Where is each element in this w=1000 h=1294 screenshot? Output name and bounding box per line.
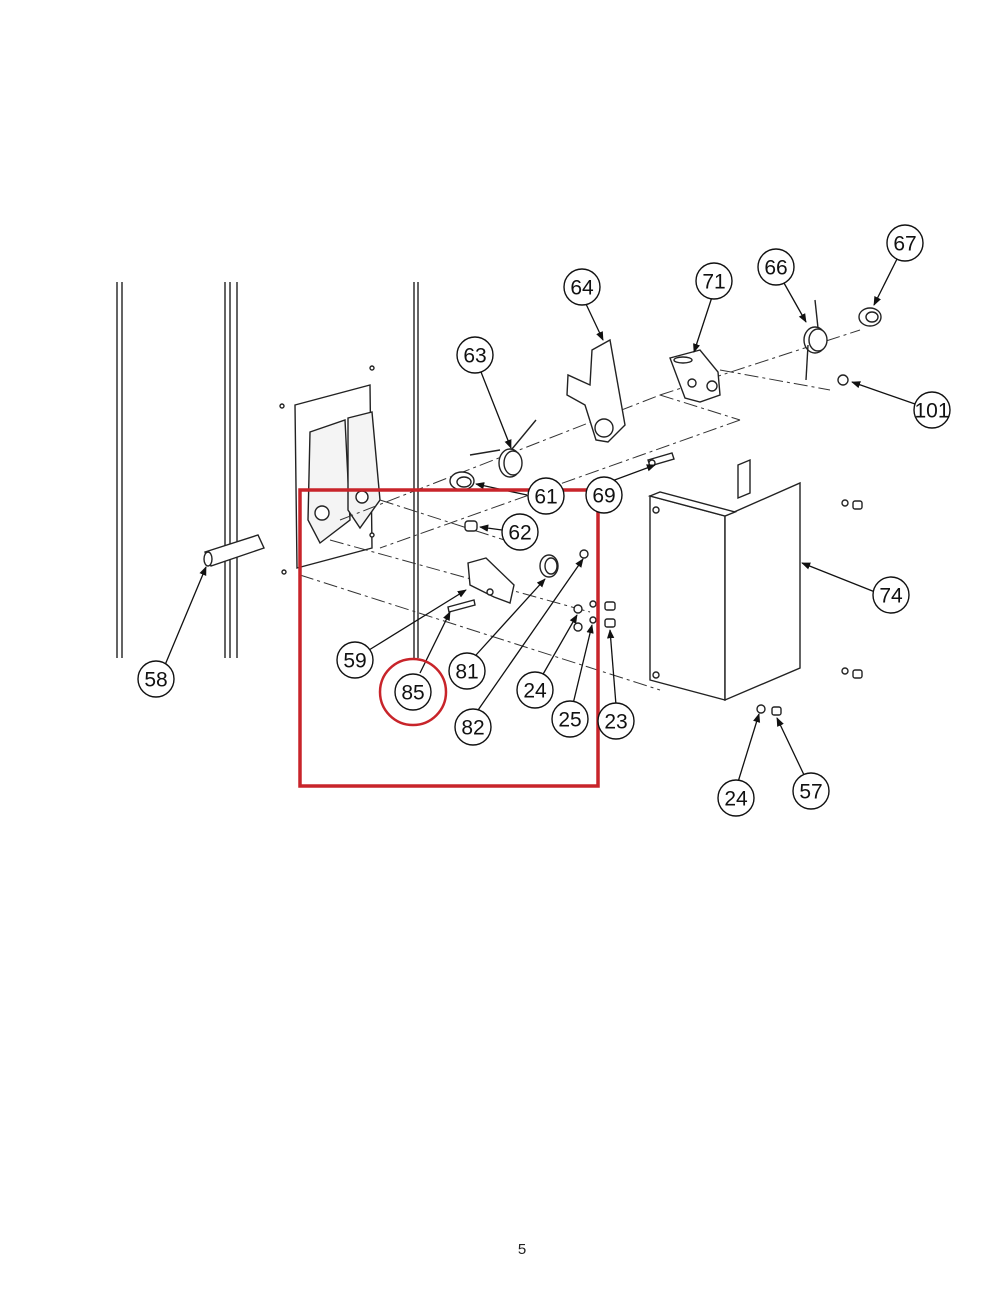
- mounting-plate: [279, 365, 381, 575]
- callout-24-inner: 24: [516, 671, 554, 709]
- callout-63: 63: [456, 336, 494, 374]
- callout-25-label: 25: [558, 709, 581, 732]
- bushing-67: [858, 307, 882, 327]
- pin-58: [203, 534, 265, 567]
- spring-66: [803, 299, 828, 381]
- callout-66: 66: [757, 248, 795, 286]
- callout-61: 61: [527, 477, 565, 515]
- callout-85-label: 85: [401, 682, 424, 705]
- callout-24-outer-label: 24: [724, 788, 748, 811]
- callout-58-label: 58: [144, 669, 167, 692]
- callout-59: 59: [336, 641, 374, 679]
- callout-64-label: 64: [570, 277, 594, 300]
- roller-62: [464, 520, 478, 532]
- frame-rails: [116, 282, 419, 658]
- callout-balloons: 67 66 71 64 63 101 61 69 62 74 58 59 85 …: [137, 224, 951, 817]
- callout-74: 74: [872, 576, 910, 614]
- callout-69-label: 69: [592, 485, 615, 508]
- callout-81: 81: [448, 652, 486, 690]
- callout-24-inner-label: 24: [523, 680, 547, 703]
- callout-25: 25: [551, 700, 589, 738]
- callout-59-label: 59: [343, 650, 366, 673]
- callout-23: 23: [597, 702, 635, 740]
- callout-63-label: 63: [463, 345, 486, 368]
- callout-69: 69: [585, 476, 623, 514]
- callout-62: 62: [501, 513, 539, 551]
- callout-58: 58: [137, 660, 175, 698]
- callout-101-label: 101: [914, 400, 949, 423]
- highlight-ring: [378, 657, 448, 727]
- highlight-box: [298, 488, 600, 788]
- callout-64: 64: [563, 268, 601, 306]
- bushing-61: [449, 471, 475, 491]
- small-hardware: [447, 499, 863, 716]
- callout-57-label: 57: [799, 781, 822, 804]
- callout-82-label: 82: [461, 717, 484, 740]
- callout-74-label: 74: [879, 585, 903, 608]
- callout-71: 71: [695, 262, 733, 300]
- cover-74: [647, 458, 801, 702]
- callout-82: 82: [454, 708, 492, 746]
- callout-57: 57: [792, 772, 830, 810]
- latch-hook-64: [566, 338, 626, 443]
- callout-67: 67: [886, 224, 924, 262]
- callout-24-outer: 24: [717, 779, 755, 817]
- callout-62-label: 62: [508, 522, 531, 545]
- bracket-59: [467, 557, 515, 604]
- callout-23-label: 23: [604, 711, 627, 734]
- nut-101: [837, 374, 849, 386]
- callout-61-label: 61: [534, 486, 557, 509]
- callout-81-label: 81: [455, 661, 478, 684]
- callout-71-label: 71: [702, 271, 725, 294]
- spring-63: [469, 419, 537, 478]
- page-number: 5: [517, 1241, 527, 1258]
- shaft-69: [647, 452, 675, 467]
- callout-101: 101: [913, 391, 951, 429]
- callout-85: 85: [394, 673, 432, 711]
- plate-71: [669, 349, 721, 403]
- callout-66-label: 66: [764, 257, 787, 280]
- callout-67-label: 67: [893, 233, 916, 256]
